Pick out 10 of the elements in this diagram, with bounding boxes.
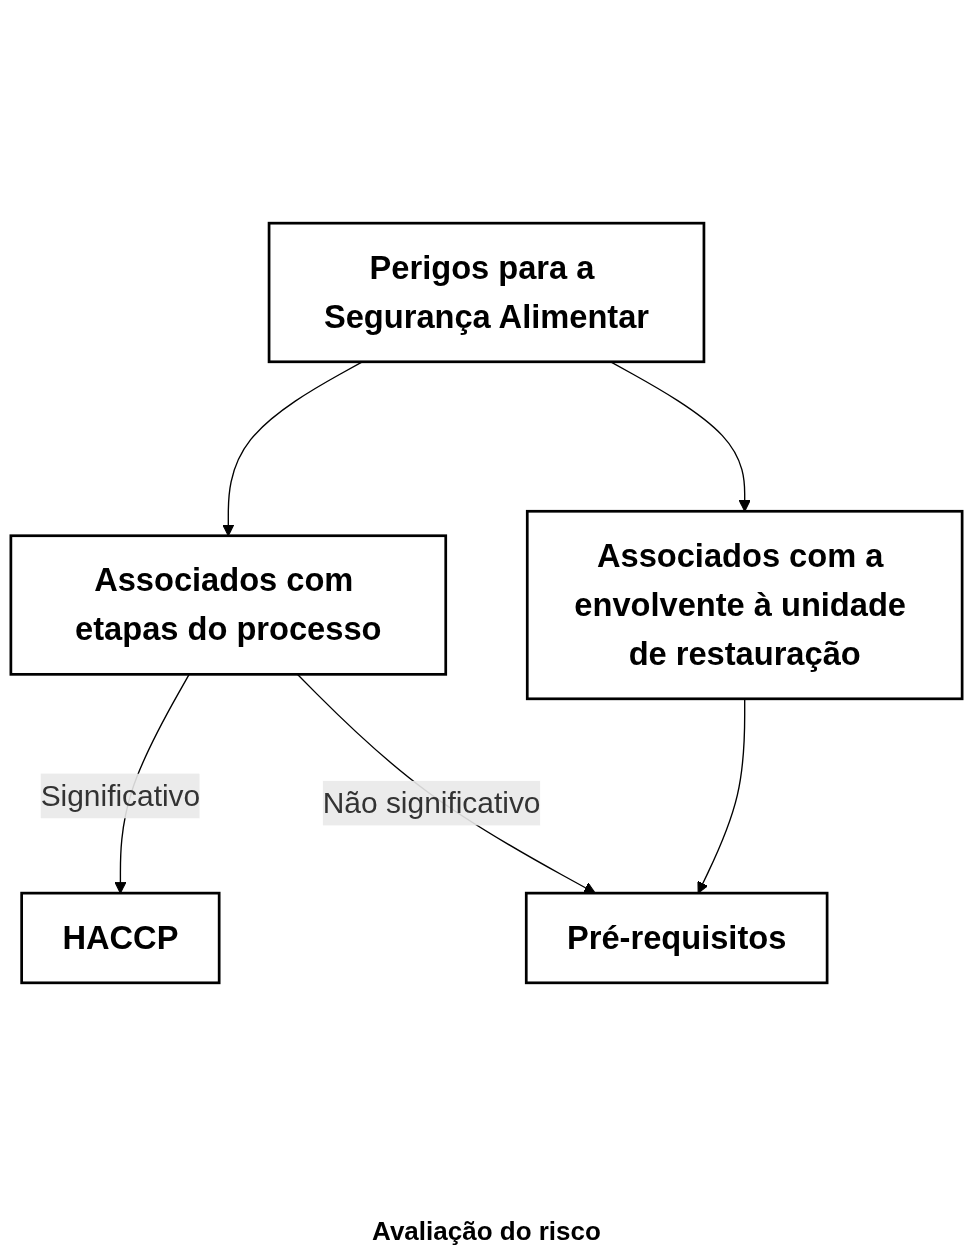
flow-note: Avaliação do risco bbox=[372, 1216, 601, 1247]
edge-label: Não significativo bbox=[322, 786, 541, 821]
node-box: Pré-requisitos bbox=[524, 891, 829, 985]
arrow bbox=[610, 361, 751, 512]
node-box: Associados com a envolvente à unidade de restauração bbox=[525, 509, 964, 701]
edge-label: Significativo bbox=[40, 778, 201, 813]
node-box: Associados com etapas do processo bbox=[9, 534, 448, 676]
arrow bbox=[697, 698, 746, 894]
node-box: Perigos para a Segurança Alimentar bbox=[267, 221, 706, 364]
node-box: HACCP bbox=[20, 891, 221, 985]
